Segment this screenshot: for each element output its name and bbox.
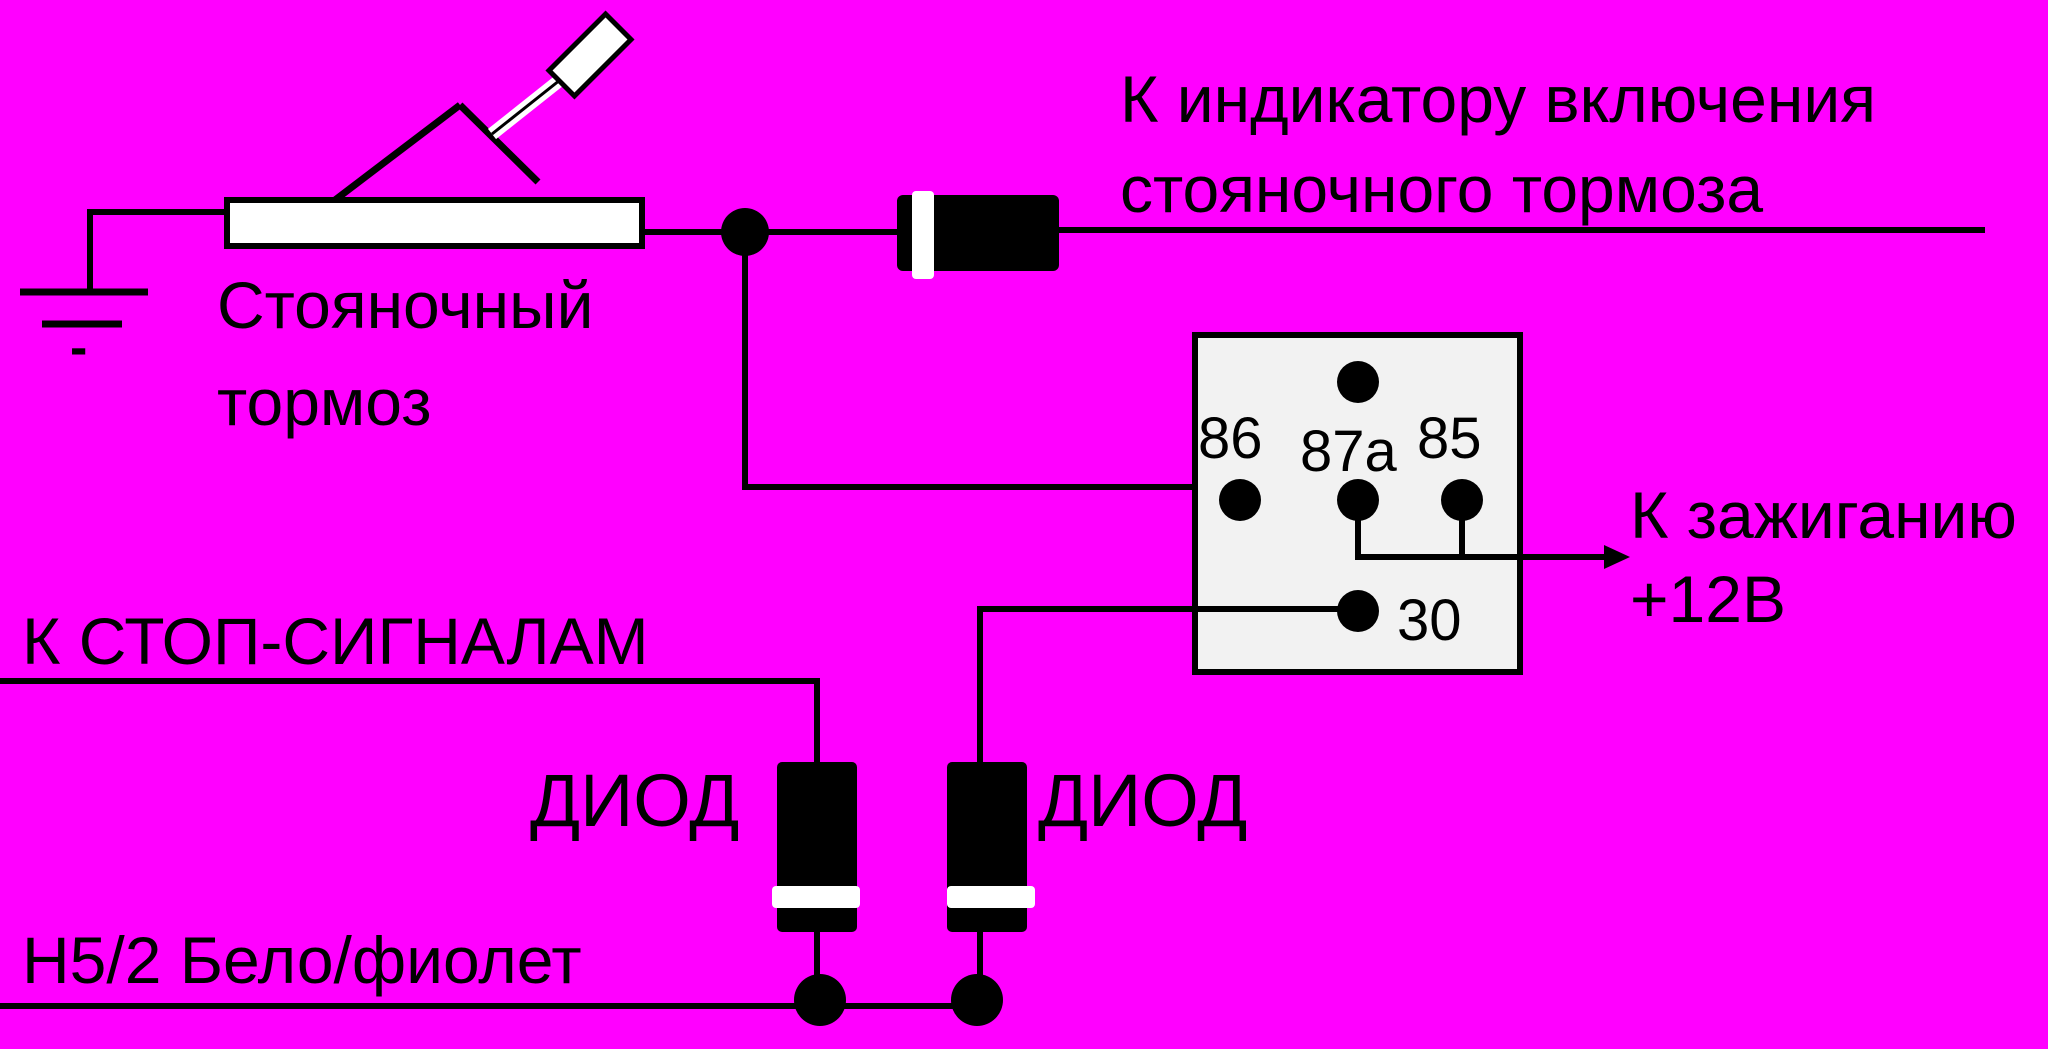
wire-h5-label: H5/2 Бело/фиолет	[22, 923, 582, 997]
diode-right-icon	[947, 762, 1035, 1000]
indicator-label-line1: К индикатору включения	[1120, 62, 1876, 136]
wire-to-pin-86	[742, 232, 1240, 490]
handbrake-label-line1: Стояночный	[217, 268, 593, 342]
diode-left-label: ДИОД	[530, 759, 739, 842]
stop-signals-label: К СТОП-СИГНАЛАМ	[22, 604, 649, 678]
wire-from-pin-30	[977, 606, 1358, 765]
ground-icon	[20, 209, 227, 328]
handbrake-lever-icon	[332, 10, 635, 203]
ground-sign: -	[70, 319, 87, 377]
handbrake-label-line2: тормоз	[217, 365, 432, 439]
ignition-label-line1: К зажиганию	[1630, 478, 2017, 552]
relay-pin-87a-label: 87a	[1300, 419, 1398, 484]
relay-pin-86-dot	[1219, 479, 1261, 521]
ignition-arrow-icon	[1358, 545, 1630, 569]
relay-pin-30-label: 30	[1397, 588, 1462, 653]
relay-pin-86-label: 86	[1198, 406, 1263, 471]
handbrake-switch	[224, 197, 645, 249]
relay-pin-87-dot	[1337, 361, 1379, 403]
ignition-label-line2: +12В	[1630, 562, 1786, 636]
top-diode-icon	[897, 191, 1059, 279]
indicator-label-line2: стояночного тормоза	[1120, 152, 1763, 226]
diode-right-label: ДИОД	[1038, 759, 1247, 842]
indicator-wire	[642, 227, 1985, 235]
relay-pin-85-label: 85	[1417, 406, 1482, 471]
junction-dot-bottom-left	[794, 974, 846, 1026]
stop-signals-wire	[0, 678, 820, 765]
relay	[1192, 332, 1523, 675]
junction-dot-bottom-right	[951, 974, 1003, 1026]
diode-left-icon	[772, 762, 860, 1000]
